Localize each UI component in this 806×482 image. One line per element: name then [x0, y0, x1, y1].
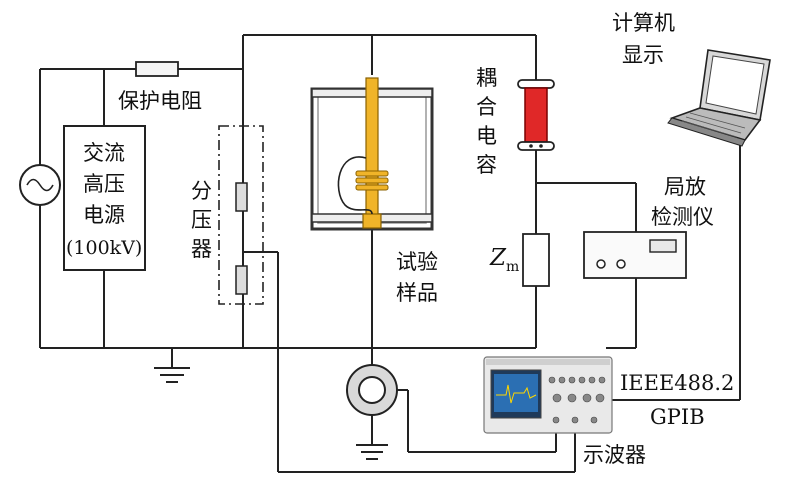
- pd-detector-label-2: 检测仪: [651, 205, 714, 229]
- ground-icon-left: [154, 367, 190, 383]
- bus-label-2: GPIB: [650, 405, 705, 429]
- zm-label-sub: m: [505, 259, 520, 275]
- protection-resistor-icon: [135, 61, 179, 77]
- protection-resistor-label: 保护电阻: [118, 89, 202, 113]
- test-sample-label-2: 样品: [396, 281, 438, 305]
- ac-source-label-4: (100kV): [66, 237, 143, 259]
- pd-detector-icon: [583, 231, 687, 279]
- computer-label-1: 计算机: [612, 11, 675, 35]
- pd-detector-label-1: 局放: [664, 175, 706, 199]
- zm-impedance-icon: [522, 233, 550, 287]
- test-sample-label-1: 试验: [396, 250, 438, 274]
- bus-label-1: IEEE488.2: [620, 371, 735, 395]
- ac-source-label-1: 交流: [83, 141, 125, 165]
- coupling-cap-label-4: 容: [476, 153, 497, 177]
- current-transformer-icon: [346, 364, 398, 416]
- coupling-cap-label-1: 耦: [476, 66, 497, 90]
- wiring: [39, 34, 741, 473]
- oscilloscope-icon: [483, 356, 613, 434]
- ground-icon-center: [356, 444, 388, 460]
- coupling-capacitor-icon: [517, 79, 555, 151]
- coupling-cap-label-2: 合: [476, 95, 497, 119]
- ac-source-label-2: 高压: [83, 172, 125, 196]
- ac-source-box: [63, 125, 146, 271]
- test-sample-icon: [310, 77, 434, 231]
- zm-label: Zm: [490, 243, 519, 282]
- computer-label-2: 显示: [622, 43, 664, 67]
- ac-source-label-3: 电源: [83, 203, 125, 227]
- ac-source-icon: [19, 164, 61, 206]
- laptop-computer-icon: [667, 49, 771, 147]
- zm-label-main: Z: [490, 245, 506, 271]
- oscilloscope-label: 示波器: [583, 443, 646, 467]
- coupling-cap-label-3: 电: [476, 124, 497, 148]
- voltage-divider-icon: [218, 125, 264, 305]
- divider-label-2: 压: [191, 208, 212, 232]
- divider-label-1: 分: [191, 179, 212, 203]
- divider-label-3: 器: [191, 237, 212, 261]
